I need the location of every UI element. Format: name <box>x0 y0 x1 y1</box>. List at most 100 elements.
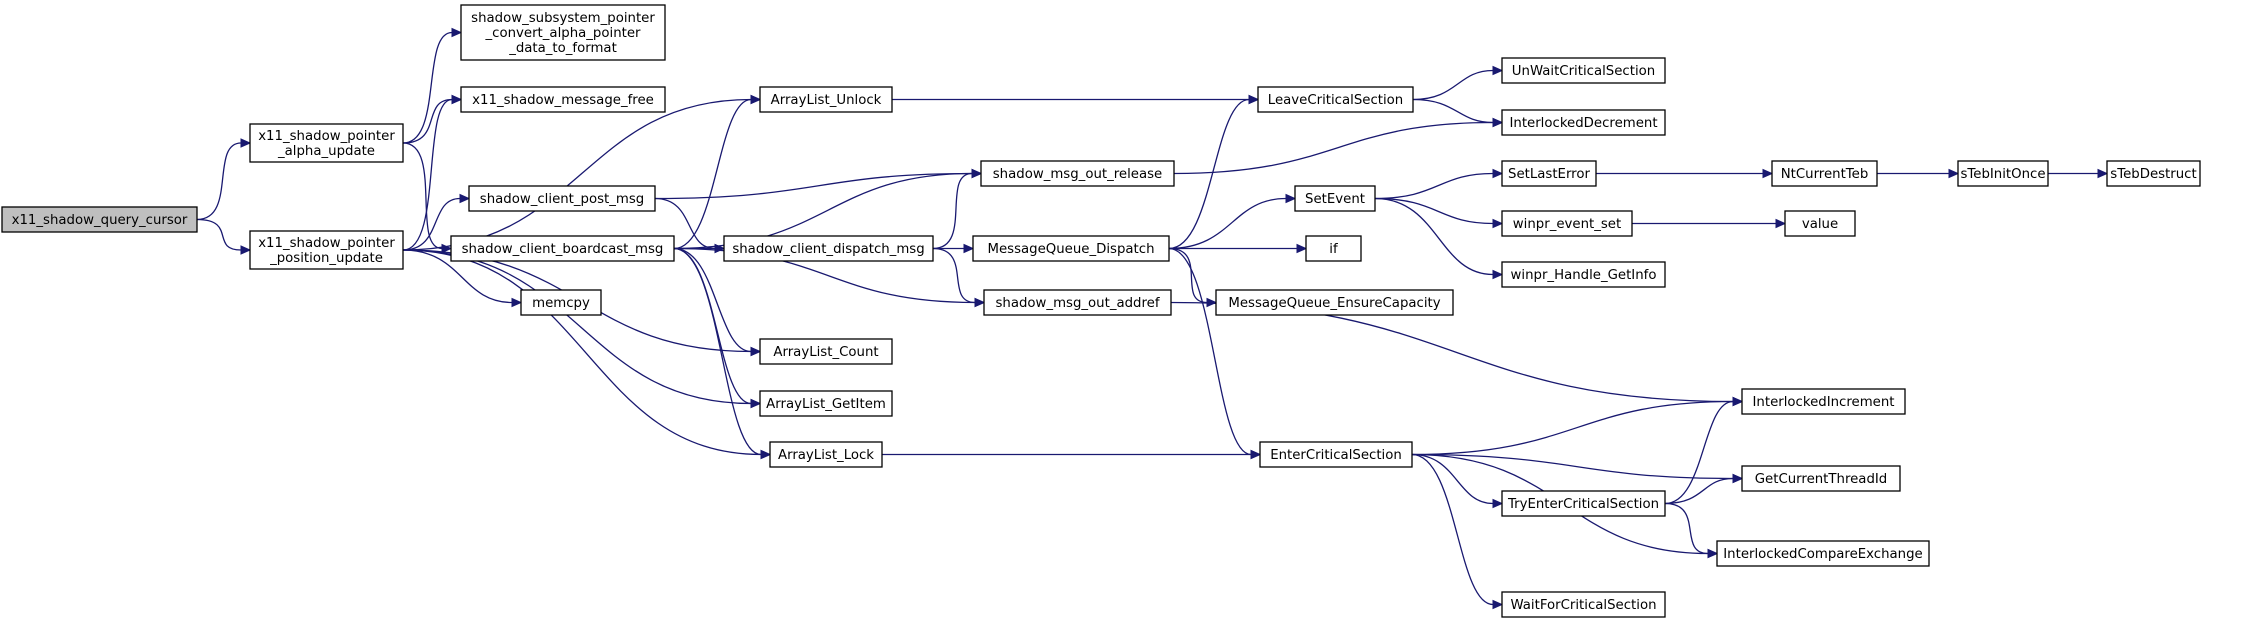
node-query-cursor[interactable]: x11_shadow_query_cursor <box>1 206 198 233</box>
edge-arrowhead <box>1492 168 1504 179</box>
edge-arrowhead <box>1206 297 1218 308</box>
node-il-cmpxchg[interactable]: InterlockedCompareExchange <box>1716 540 1930 567</box>
edge-boardcast-to-al_unlock <box>673 94 762 250</box>
edge-arrowhead <box>1775 218 1787 229</box>
node-box <box>972 235 1170 262</box>
node-nt-current-teb[interactable]: NtCurrentTeb <box>1771 160 1878 187</box>
edge-mq_dispatch-to-enter_cs <box>1168 247 1262 460</box>
edge-set_event-to-winpr_handle_getinfo <box>1374 197 1504 280</box>
node-box <box>1741 465 1901 492</box>
edge-arrowhead <box>1492 65 1504 76</box>
node-box <box>1305 235 1362 262</box>
node-mq-dispatch[interactable]: MessageQueue_Dispatch <box>972 235 1170 262</box>
node-al-lock[interactable]: ArrayList_Lock <box>769 441 883 468</box>
node-label: GetCurrentThreadId <box>1755 472 1888 487</box>
edge-query_cursor-to-ptr_position <box>196 218 252 255</box>
node-enter-cs[interactable]: EnterCriticalSection <box>1259 441 1413 468</box>
node-box <box>759 338 893 365</box>
node-msg-addref[interactable]: shadow_msg_out_addref <box>983 289 1172 316</box>
node-steb-destruct[interactable]: sTebDestruct <box>2106 160 2201 187</box>
edge-arrowhead <box>511 297 523 308</box>
edge-ptr_position-to-memcpy <box>402 249 523 308</box>
edge-leave_cs-to-il_decrement <box>1412 98 1504 128</box>
edge-try_enter_cs-to-il_increment <box>1664 396 1744 505</box>
node-box <box>249 123 404 163</box>
node-leave-cs[interactable]: LeaveCriticalSection <box>1257 86 1414 113</box>
node-label: sTebDestruct <box>2110 167 2196 182</box>
edge-arrowhead <box>1732 473 1744 484</box>
node-winpr-handle-getinfo[interactable]: winpr_Handle_GetInfo <box>1501 261 1666 288</box>
node-unwait-cs[interactable]: UnWaitCriticalSection <box>1501 57 1666 84</box>
node-al-unlock[interactable]: ArrayList_Unlock <box>759 86 893 113</box>
edge-arrowhead <box>240 245 252 255</box>
node-subsys-convert[interactable]: shadow_subsystem_pointer_convert_alpha_p… <box>460 4 666 61</box>
edge-arrowhead <box>1492 599 1504 610</box>
edge-arrowhead <box>1732 396 1744 407</box>
edge-try_enter_cs-to-il_cmpxchg <box>1664 502 1719 559</box>
node-dispatch-msg[interactable]: shadow_client_dispatch_msg <box>723 235 934 262</box>
node-label: shadow_client_post_msg <box>480 192 644 207</box>
node-box <box>1741 388 1906 415</box>
edge-arrowhead <box>1248 94 1260 105</box>
edge-set_event-to-set_last_error <box>1374 168 1504 200</box>
edge-mq_dispatch-to-if_node <box>1169 243 1308 254</box>
edge-dispatch_msg-to-msg_addref <box>932 247 986 308</box>
node-boardcast[interactable]: shadow_client_boardcast_msg <box>450 235 675 262</box>
node-steb-init-once[interactable]: sTebInitOnce <box>1957 160 2049 187</box>
edge-arrowhead <box>1492 269 1504 280</box>
edge-set_last_error-to-nt_current_teb <box>1596 168 1774 179</box>
node-get-thread-id[interactable]: GetCurrentThreadId <box>1741 465 1901 492</box>
edge-arrowhead <box>760 449 772 460</box>
node-post-msg[interactable]: shadow_client_post_msg <box>468 185 656 212</box>
edge-mq_dispatch-to-mq_ensure <box>1168 247 1218 308</box>
node-mq-ensure[interactable]: MessageQueue_EnsureCapacity <box>1215 289 1454 316</box>
node-set-event[interactable]: SetEvent <box>1294 185 1376 212</box>
node-label: WaitForCriticalSection <box>1510 598 1656 613</box>
node-il-decrement[interactable]: InterlockedDecrement <box>1501 109 1666 136</box>
node-label: ArrayList_Lock <box>778 448 874 463</box>
node-try-enter-cs[interactable]: TryEnterCriticalSection <box>1501 490 1666 517</box>
node-wait-cs[interactable]: WaitForCriticalSection <box>1501 591 1666 618</box>
node-label: InterlockedDecrement <box>1509 116 1657 131</box>
node-box <box>249 230 404 270</box>
edge-arrowhead <box>1492 117 1504 128</box>
edge-arrowhead <box>1492 218 1504 229</box>
node-label: x11_shadow_pointer <box>258 129 395 144</box>
edge-dispatch_msg-to-msg_release <box>932 168 983 250</box>
edge-arrowhead <box>1296 243 1308 254</box>
node-box <box>2106 160 2201 187</box>
node-al-count[interactable]: ArrayList_Count <box>759 338 893 365</box>
edge-query_cursor-to-ptr_alpha <box>196 138 252 221</box>
edge-mq_dispatch-to-leave_cs <box>1168 94 1260 250</box>
node-al-getitem[interactable]: ArrayList_GetItem <box>759 390 893 417</box>
node-label: shadow_client_dispatch_msg <box>732 242 924 257</box>
node-box <box>1771 160 1878 187</box>
edge-ptr_position-to-msg_free <box>402 94 463 251</box>
node-label: x11_shadow_message_free <box>472 93 654 108</box>
edge-arrowhead <box>750 398 762 409</box>
node-label: value <box>1802 217 1838 232</box>
node-if-node[interactable]: if <box>1305 235 1362 262</box>
node-ptr-position[interactable]: x11_shadow_pointer_position_update <box>249 230 404 270</box>
edge-arrowhead <box>459 193 471 204</box>
node-winpr-event-set[interactable]: winpr_event_set <box>1501 210 1633 237</box>
node-box <box>450 235 675 262</box>
node-memcpy[interactable]: memcpy <box>520 289 602 316</box>
edge-ptr_position-to-al_lock <box>402 249 772 460</box>
node-ptr-alpha[interactable]: x11_shadow_pointer_alpha_update <box>249 123 404 163</box>
node-label: shadow_client_boardcast_msg <box>462 242 664 257</box>
node-value[interactable]: value <box>1784 210 1856 237</box>
node-label: ArrayList_Count <box>773 345 878 360</box>
edge-arrowhead <box>451 94 463 105</box>
node-label: shadow_subsystem_pointer <box>471 11 655 26</box>
edge-msg_addref-to-il_increment <box>1170 301 1744 407</box>
edge-arrowhead <box>1948 168 1960 179</box>
node-set-last-error[interactable]: SetLastError <box>1501 160 1597 187</box>
edge-arrowhead <box>1285 193 1297 204</box>
node-box <box>1501 210 1633 237</box>
node-msg-release[interactable]: shadow_msg_out_release <box>980 160 1175 187</box>
node-box <box>1501 490 1666 517</box>
node-msg-free[interactable]: x11_shadow_message_free <box>460 86 666 113</box>
node-box <box>1257 86 1414 113</box>
node-il-increment[interactable]: InterlockedIncrement <box>1741 388 1906 415</box>
